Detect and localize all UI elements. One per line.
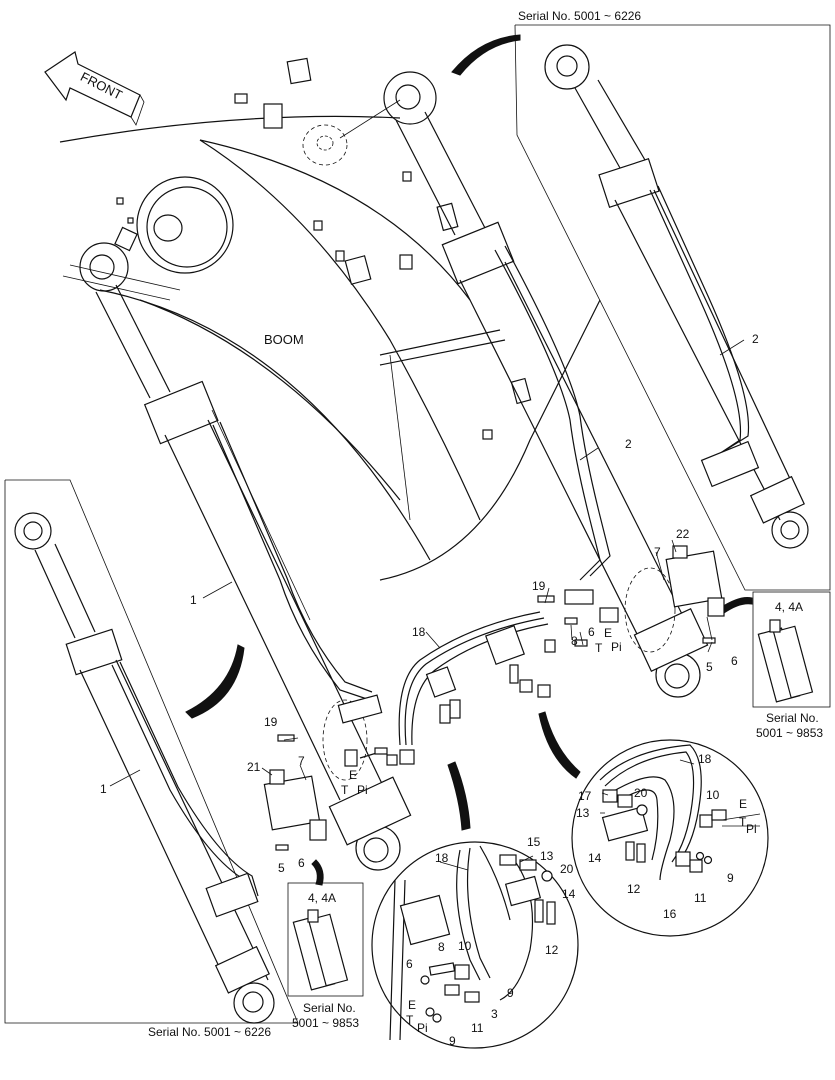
port-E-detail-bottom: E	[408, 998, 416, 1012]
part-number-10-detail-right: 10	[706, 788, 720, 802]
part-number-1-inset: 1	[100, 782, 107, 796]
part-number-10-detail-bottom: 10	[458, 939, 472, 953]
boom-pivot-plate	[136, 176, 234, 274]
part-number-20-detail-right: 20	[634, 786, 648, 800]
part-number-8-upper: 8	[571, 634, 578, 648]
boom-cylinder-left-main	[79, 242, 412, 871]
inset-cylinder-bottom-left	[14, 512, 275, 1024]
part-number-19-upper: 19	[532, 579, 546, 593]
port-T-center: T	[595, 641, 603, 655]
part-number-5-right: 5	[706, 660, 713, 674]
curve-arrow-small-left	[311, 859, 324, 886]
valve-right-serial-1: Serial No.	[766, 711, 819, 725]
curve-arrow-lower-right	[538, 711, 581, 779]
inset-frame-top-right	[514, 24, 831, 591]
port-T-detail-bottom: T	[406, 1013, 414, 1027]
part-number-22: 22	[676, 527, 690, 541]
serial-top-label: Serial No. 5001 ~ 6226	[518, 9, 641, 23]
port-T-detail-right: T	[739, 815, 747, 829]
boom-cylinder-right-main	[383, 71, 709, 698]
part-number-14-detail-bottom: 14	[562, 887, 576, 901]
part-number-18-detail-right: 18	[698, 752, 712, 766]
curve-arrow-top	[451, 34, 521, 76]
part-number-19-lower: 19	[264, 715, 278, 729]
part-number-13-detail-right: 13	[576, 806, 590, 820]
part-number-13-detail-bottom: 13	[540, 849, 554, 863]
port-E-center: E	[604, 626, 612, 640]
port-Pi-center: Pi	[611, 640, 622, 654]
part-number-15-detail-bottom: 15	[527, 835, 541, 849]
part-number-12-detail-bottom: 12	[545, 943, 559, 957]
curve-arrow-small-right	[719, 597, 753, 614]
part-number-16-detail-right: 16	[663, 907, 677, 921]
valve-block-21	[263, 769, 327, 851]
serial-bottom-left-label: Serial No. 5001 ~ 6226	[148, 1025, 271, 1039]
part-number-9-detail-right: 9	[727, 871, 734, 885]
front-arrow: FRONT	[44, 51, 145, 126]
boom-mount-pads	[114, 57, 532, 440]
part-number-3-detail-bottom: 3	[491, 1007, 498, 1021]
boom-label: BOOM	[264, 332, 304, 347]
part-number-11-detail-bottom: 11	[471, 1021, 484, 1035]
port-E-left: E	[349, 768, 357, 782]
part-number-9-detail-bottom-a: 9	[507, 986, 514, 1000]
part-number-11-detail-right: 11	[694, 891, 707, 905]
inset-cylinder-top-right	[544, 44, 809, 549]
part-number-18-detail-bottom: 18	[435, 851, 449, 865]
part-number-20-detail-bottom: 20	[560, 862, 574, 876]
port-E-detail-right: E	[739, 797, 747, 811]
part-number-17-detail-right: 17	[578, 789, 592, 803]
part-number-21: 21	[247, 760, 261, 774]
part-number-2-inset: 2	[752, 332, 759, 346]
detail-circle-right	[571, 739, 769, 937]
part-number-6-right: 6	[731, 654, 738, 668]
valve-block-22	[665, 545, 725, 644]
valve-left-serial-2: 5001 ~ 9853	[292, 1016, 359, 1030]
part-number-6-left: 6	[298, 856, 305, 870]
port-T-left: T	[341, 783, 349, 797]
part-number-5-left: 5	[278, 861, 285, 875]
part-number-8-detail-bottom: 8	[438, 940, 445, 954]
inset-frame-bottom-left	[4, 479, 299, 1024]
part-number-7-upper: 7	[654, 545, 661, 559]
bracket-fittings-lower	[277, 694, 388, 767]
valve-right-title: 4, 4A	[775, 600, 803, 614]
leader-lines	[109, 339, 745, 871]
part-number-7-lower: 7	[298, 754, 305, 768]
boom-structure: BOOM	[59, 115, 601, 581]
valve-inset-left: 4, 4A Serial No. 5001 ~ 9853	[287, 882, 364, 1030]
valve-right-serial-2: 5001 ~ 9853	[756, 726, 823, 740]
port-Pi-left: Pi	[357, 783, 368, 797]
valve-left-serial-1: Serial No.	[303, 1001, 356, 1015]
part-number-2-main: 2	[625, 437, 632, 451]
part-number-12-detail-right: 12	[627, 882, 641, 896]
part-number-14-detail-right: 14	[588, 851, 602, 865]
valve-inset-right: 4, 4A Serial No. 5001 ~ 9853	[752, 591, 831, 740]
port-Pi-detail-right: Pi	[746, 822, 757, 836]
part-number-18-center: 18	[412, 625, 426, 639]
valve-left-title: 4, 4A	[308, 891, 336, 905]
port-Pi-detail-bottom: Pi	[417, 1021, 428, 1035]
detail-circle-bottom	[371, 841, 579, 1049]
part-number-6-detail-bottom: 6	[406, 957, 413, 971]
part-number-6-center: 6	[588, 625, 595, 639]
curve-arrow-left	[185, 644, 245, 719]
hose-assembly-center	[359, 611, 556, 766]
part-number-1-main: 1	[190, 593, 197, 607]
curve-arrow-middle	[447, 761, 471, 831]
part-number-9-detail-bottom-b: 9	[449, 1034, 456, 1048]
